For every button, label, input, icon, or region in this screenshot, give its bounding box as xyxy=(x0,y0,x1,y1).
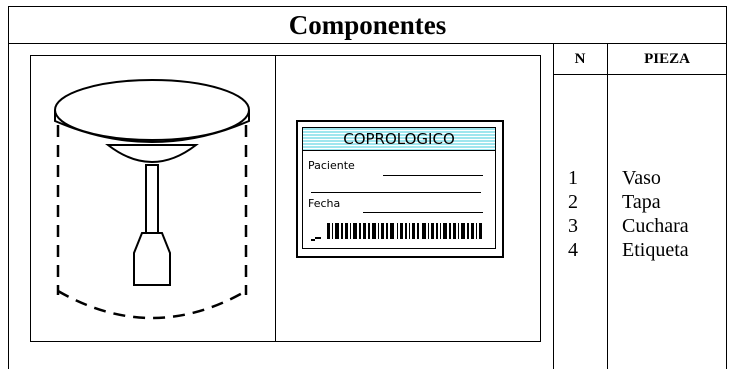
specimen-label: COPROLOGICO Paciente Fecha xyxy=(296,120,504,258)
row-number: 4 xyxy=(568,239,578,261)
spoon-icon xyxy=(133,164,171,286)
date-field-line xyxy=(363,212,483,213)
components-frame xyxy=(8,6,727,369)
column-header-n: N xyxy=(574,51,586,67)
table-divider-mid xyxy=(607,44,608,369)
lid-icon xyxy=(54,79,250,163)
date-field-label: Fecha xyxy=(308,197,341,210)
container-illustration xyxy=(54,79,250,320)
patient-field-line-2 xyxy=(311,192,481,193)
row-number: 3 xyxy=(568,215,578,237)
components-figure xyxy=(30,55,541,342)
page-title: Componentes xyxy=(288,10,447,40)
piece-name: Tapa xyxy=(622,191,661,213)
cup-icon xyxy=(56,125,248,320)
column-header-pieza: PIEZA xyxy=(644,51,690,67)
table-divider-left xyxy=(553,44,554,369)
figure-divider xyxy=(275,55,276,342)
row-number: 1 xyxy=(568,167,578,189)
piece-name: Cuchara xyxy=(622,215,689,237)
piece-name: Vaso xyxy=(622,167,661,189)
label-body: Paciente Fecha xyxy=(302,151,496,249)
piece-name: Etiqueta xyxy=(622,239,689,261)
patient-field-label: Paciente xyxy=(308,159,355,172)
patient-field-line xyxy=(383,175,483,176)
title-row: Componentes xyxy=(8,6,727,44)
row-number: 2 xyxy=(568,191,578,213)
label-heading: COPROLOGICO xyxy=(302,127,496,151)
table-header-line xyxy=(553,74,727,75)
barcode-icon xyxy=(311,223,482,241)
